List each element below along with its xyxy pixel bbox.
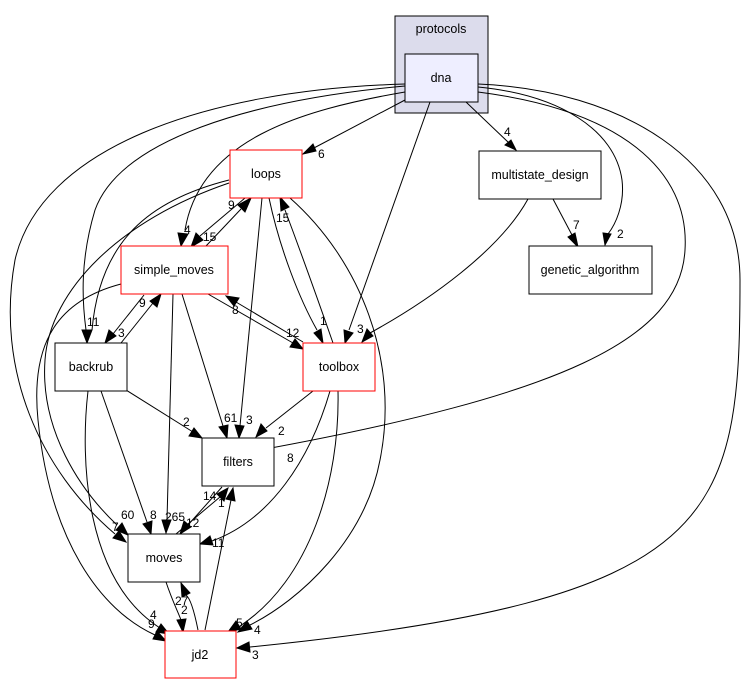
svg-text:multistate_design: multistate_design: [491, 168, 588, 182]
edge-loops-toolbox: 1: [268, 197, 327, 345]
edge-label: 1: [320, 314, 327, 328]
svg-text:backrub: backrub: [69, 360, 114, 374]
edge-label: 4: [150, 608, 157, 622]
edge-dna-backrub: 11: [81, 85, 406, 345]
edge-label: 2: [183, 415, 190, 429]
edge-dna-loops: 6: [301, 99, 406, 161]
edge-label: 265: [165, 510, 185, 524]
node-genetic-algorithm[interactable]: genetic_algorithm: [528, 245, 653, 295]
edge-moves-filters: 14: [175, 486, 229, 535]
edge-label: 5: [236, 616, 243, 630]
edge-label: 12: [186, 516, 200, 530]
edge-label: 15: [203, 230, 217, 244]
edge-loops-simple: 15: [190, 197, 246, 249]
cluster-label: protocols: [416, 22, 467, 36]
nodes: dna loops multistate_design genetic_algo…: [54, 53, 653, 679]
edge-label: 7: [112, 520, 119, 534]
node-jd2[interactable]: jd2: [164, 630, 237, 679]
edge-multistate-toolbox: [361, 198, 529, 344]
node-dna[interactable]: dna: [404, 53, 479, 103]
svg-text:genetic_algorithm: genetic_algorithm: [541, 263, 640, 277]
svg-text:simple_moves: simple_moves: [134, 263, 214, 277]
edge-toolbox-filters: 2: [255, 390, 314, 439]
edge-loops-backrub: [91, 179, 230, 331]
svg-text:dna: dna: [431, 71, 452, 85]
edge-dna-simple: 4: [177, 91, 406, 248]
node-toolbox[interactable]: toolbox: [302, 342, 376, 392]
edge-label: 3: [246, 413, 253, 427]
edge-label: 4: [254, 623, 261, 637]
edge-multistate-genetic: 7: [552, 198, 580, 249]
edge-label: 2: [181, 603, 188, 617]
edge-label: 8: [287, 451, 294, 465]
edge-loops-filters: 3: [234, 197, 263, 440]
edge-simple-jd2: 9: [36, 283, 168, 642]
edge-label: 15: [276, 211, 290, 225]
node-multistate-design[interactable]: multistate_design: [478, 150, 602, 200]
edge-dna-genetic: 2: [477, 86, 624, 247]
node-backrub[interactable]: backrub: [54, 342, 128, 392]
edge-simple-moves: 265: [161, 293, 185, 535]
edge-dna-multistate: 4: [465, 101, 518, 152]
edge-label: 9: [139, 296, 146, 310]
edges: 6 4 2 4 11 3: [9, 83, 741, 662]
edge-label: 27: [175, 594, 189, 608]
edge-label: 6: [318, 147, 325, 161]
edge-simple-toolbox: 12: [207, 293, 305, 350]
node-moves[interactable]: moves: [127, 533, 201, 583]
edge-loops-moves: 60: [44, 182, 230, 536]
edge-simple-loops: 9: [205, 196, 253, 247]
edge-dna-moves: 7: [9, 83, 406, 543]
edge-backrub-moves: 8: [100, 390, 157, 536]
edge-label: 60: [121, 508, 135, 522]
edge-label: 3: [357, 322, 364, 336]
node-loops[interactable]: loops: [229, 149, 303, 199]
edge-label: 3: [252, 648, 259, 662]
edge-label: 1: [218, 496, 225, 510]
edge-jd2-moves: 27: [175, 581, 199, 631]
edge-label: 4: [184, 223, 191, 237]
edge-simple-backrub: 3: [104, 294, 145, 345]
edge-dna-jd2: 3: [235, 83, 741, 662]
edge-label: 11: [87, 315, 100, 329]
node-simple-moves[interactable]: simple_moves: [120, 245, 229, 295]
edge-label: 8: [150, 508, 157, 522]
edge-simple-filters: 61: [181, 293, 238, 440]
edge-label: 3: [118, 326, 125, 340]
edge-toolbox-loops: 15: [276, 195, 334, 344]
edge-loops-jd2: 4: [236, 197, 386, 637]
edge-label: 7: [573, 218, 580, 232]
node-filters[interactable]: filters: [201, 437, 275, 487]
edge-label: 14: [203, 489, 217, 503]
edge-label: 2: [617, 227, 624, 241]
svg-text:jd2: jd2: [191, 648, 209, 662]
edge-label: 9: [148, 617, 155, 631]
edge-label: 8: [232, 303, 239, 317]
svg-text:toolbox: toolbox: [319, 360, 360, 374]
edge-backrub-simple: 9: [120, 292, 162, 344]
edge-moves-jd2: 2: [165, 581, 188, 634]
edge-label: 12: [286, 326, 300, 340]
edge-label: 4: [504, 125, 511, 139]
edge-label: 61: [224, 411, 238, 425]
svg-text:filters: filters: [223, 455, 253, 469]
edge-label: 2: [278, 424, 285, 438]
edge-toolbox-simple: 8: [224, 295, 304, 343]
edge-jd2-filters: 1: [204, 486, 236, 631]
edge-backrub-filters: 2: [125, 389, 204, 439]
edge-label: 9: [228, 198, 235, 212]
svg-text:loops: loops: [251, 167, 281, 181]
svg-text:moves: moves: [146, 551, 183, 565]
edge-dna-toolbox: 3: [343, 101, 431, 345]
